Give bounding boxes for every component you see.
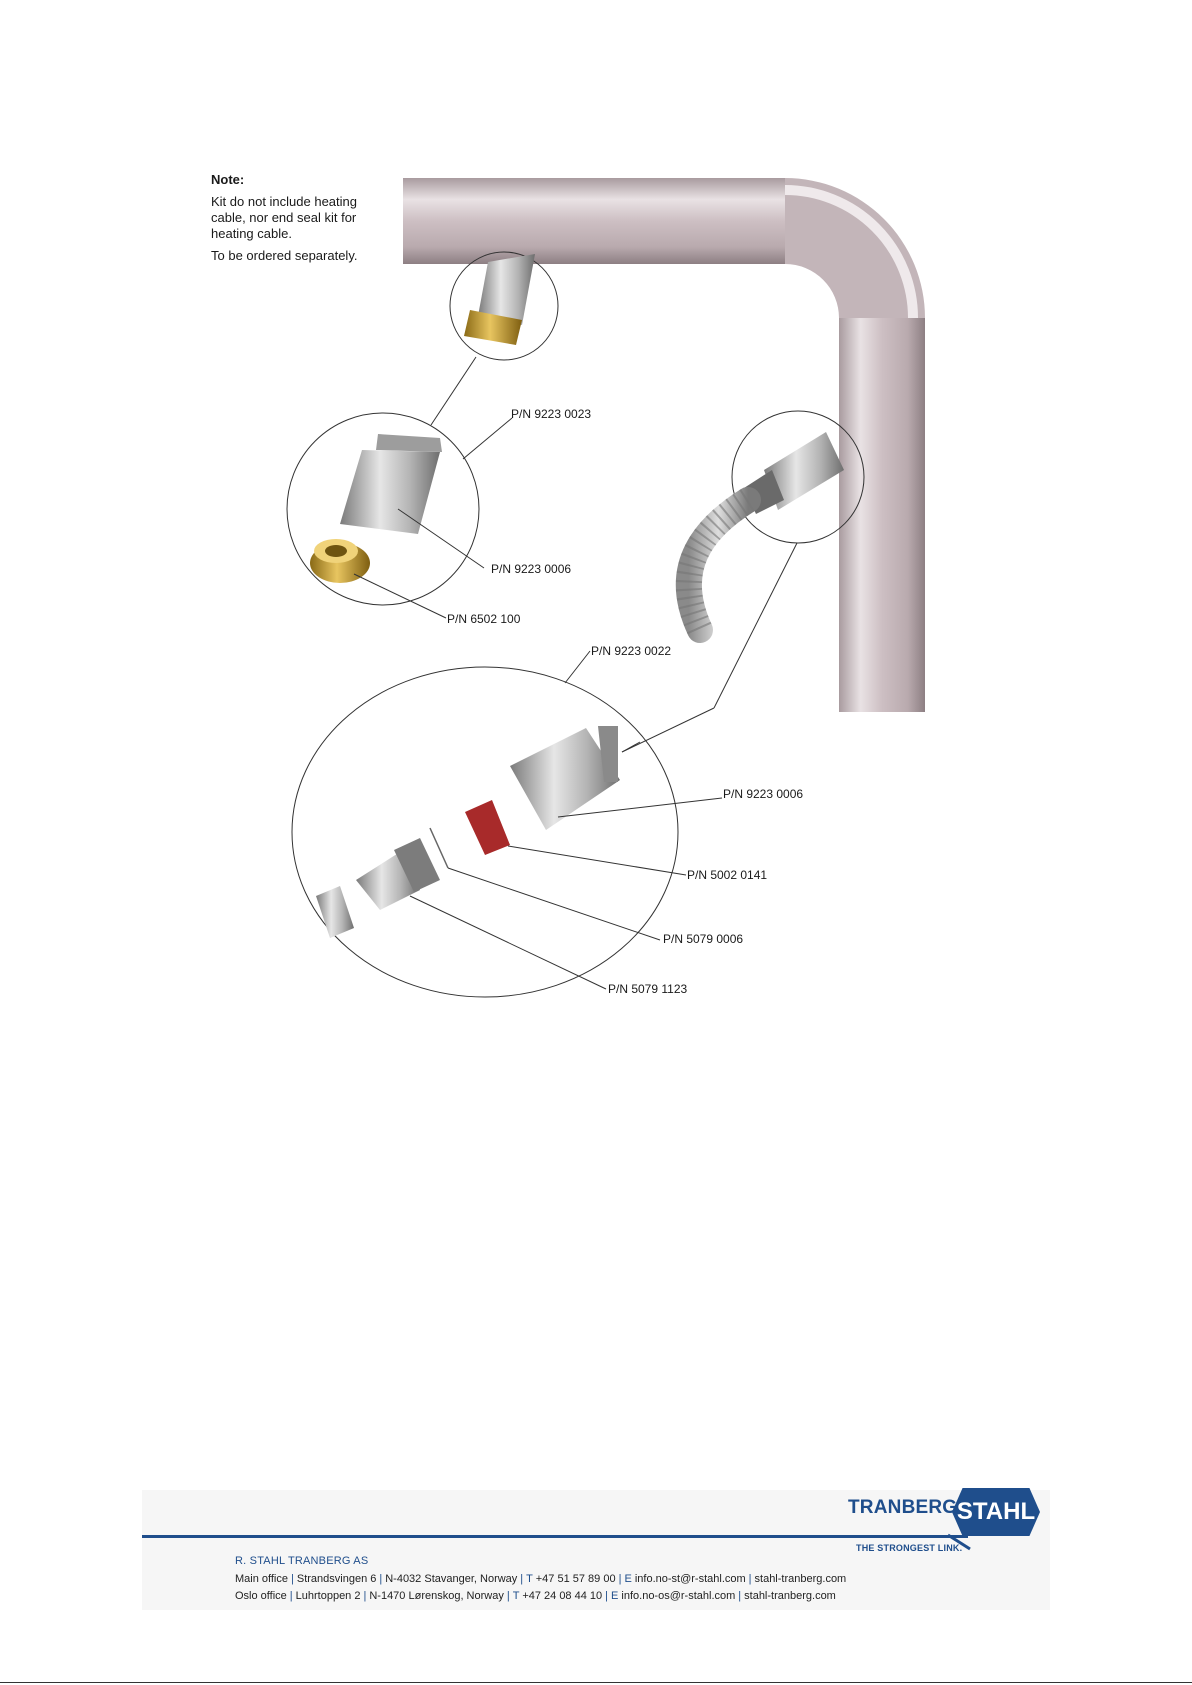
stahl-logo: STAHL [952,1488,1040,1536]
pn-label-bottom-pipe: P/N 9223 0006 [723,787,803,801]
pn-label-wire: P/N 5079 0006 [663,932,743,946]
note-block: Note: Kit do not include heating cable, … [211,172,381,270]
main-office-city: N-4032 Stavanger, Norway [385,1573,518,1585]
pn-label-bottom-group: P/N 9223 0022 [591,644,671,658]
note-title: Note: [211,172,245,187]
oslo-office-phone: +47 24 08 44 10 [522,1590,603,1602]
footer-rule [142,1535,968,1538]
leader-9223-0022 [564,650,591,684]
footer-rule-tail [948,1533,971,1551]
oslo-office-city: N-1470 Lørenskog, Norway [369,1590,504,1602]
exploded-view-1 [286,412,480,606]
oslo-office-label: Oslo office [235,1590,287,1602]
main-email-key: E [624,1573,632,1585]
leader-5079-1123 [409,895,607,990]
main-office-label: Main office [235,1573,288,1585]
oslo-office-email[interactable]: info.no-os@r-stahl.com [621,1590,736,1602]
stahl-logo-text: STAHL [956,1498,1036,1525]
oslo-email-key: E [611,1590,619,1602]
leader-side-2 [621,707,715,753]
leader-5079-0006 [447,867,661,941]
oslo-office-line: Oslo office|Luhrtoppen 2|N-1470 Lørensko… [235,1590,836,1602]
leader-top [430,356,477,426]
exploded-assembly-drawing: P/N 9223 0023 P/N 9223 0006 P/N 6502 100… [286,178,925,998]
pn-label-top-group: P/N 9223 0023 [511,407,591,421]
leader-9223-0023 [462,417,513,460]
leader-6502-100 [353,573,447,619]
main-office-line: Main office|Strandsvingen 6|N-4032 Stava… [235,1573,847,1585]
brand-tagline: THE STRONGEST LINK. [856,1543,963,1553]
exploded-view-2 [291,666,679,998]
top-branch-detail [449,251,559,361]
leader-9223-0022-link [621,741,641,753]
main-office-website[interactable]: stahl-tranberg.com [754,1573,847,1585]
pn-label-top-ring: P/N 6502 100 [447,612,521,626]
company-name: R. STAHL TRANBERG AS [235,1555,369,1567]
oslo-phone-key: T [512,1590,520,1602]
oslo-office-address: Luhrtoppen 2 [295,1590,361,1602]
leader-9223-0006-b [557,797,723,818]
page-edge-rule [0,1682,1192,1683]
main-office-phone: +47 51 57 89 00 [535,1573,616,1585]
brand-name: TRANBERG [848,1497,958,1518]
leader-9223-0006-a [397,508,485,569]
pn-label-top-pipe: P/N 9223 0006 [491,562,571,576]
note-text-2: To be ordered separately. [211,248,358,263]
pn-label-fitting: P/N 5079 1123 [608,982,687,996]
oslo-office-website[interactable]: stahl-tranberg.com [744,1590,836,1602]
note-text-1: Kit do not include heating cable, nor en… [211,194,357,241]
tracer-pipe [403,178,925,712]
side-branch-detail [675,410,865,643]
leader-side [713,542,798,709]
main-office-email[interactable]: info.no-st@r-stahl.com [634,1573,746,1585]
leader-5002-0141 [507,845,687,876]
main-phone-key: T [526,1573,533,1585]
pn-label-red-seal: P/N 5002 0141 [687,868,767,882]
footer-background [142,1490,1050,1610]
main-office-address: Strandsvingen 6 [296,1573,377,1585]
